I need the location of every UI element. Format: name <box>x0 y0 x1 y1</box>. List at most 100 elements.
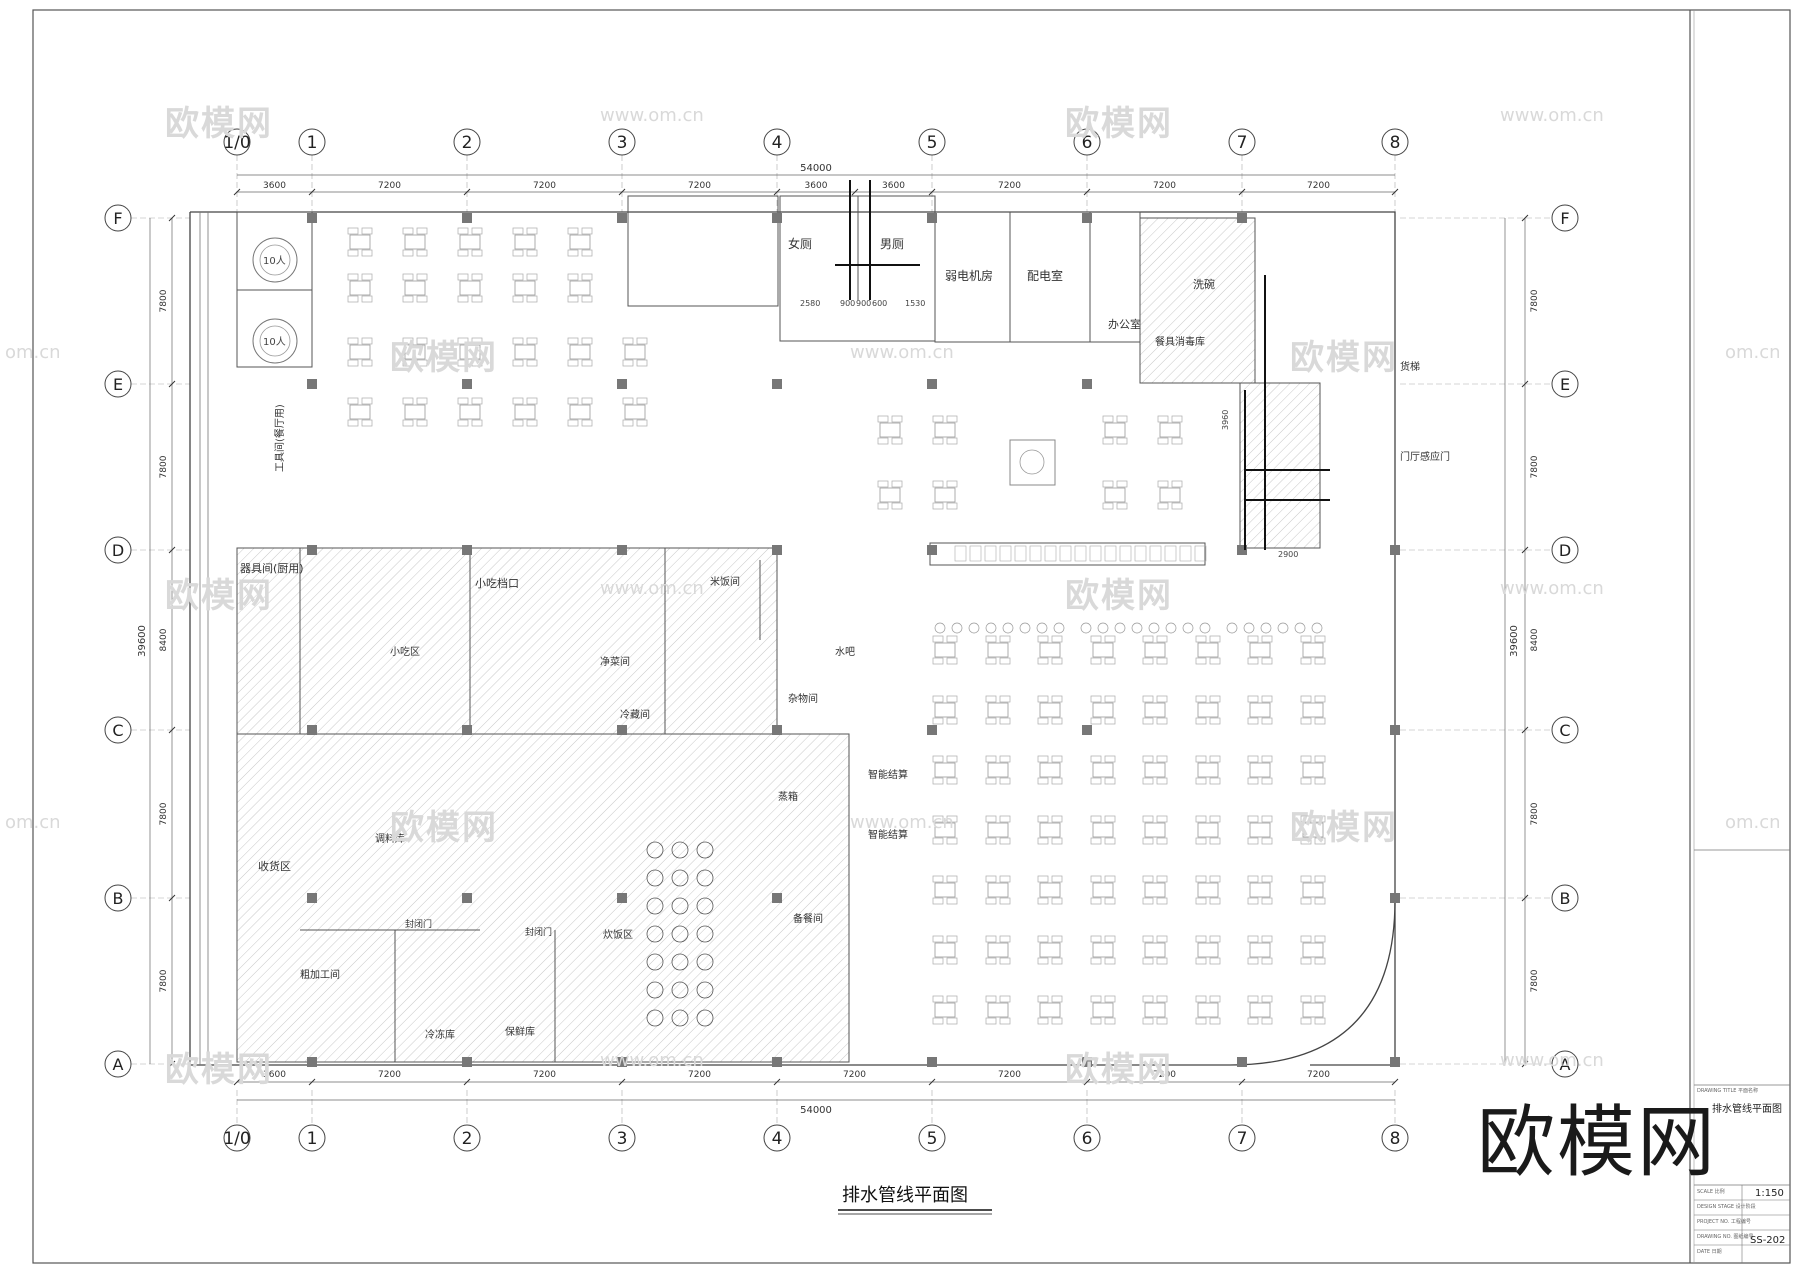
bar-stool <box>1019 622 1031 634</box>
counter-seat <box>1059 545 1072 562</box>
steam-pot <box>646 897 664 915</box>
sheet-border <box>32 9 1791 1264</box>
col-axis-bubble-top <box>763 128 791 156</box>
label-lift: 货梯 <box>1400 360 1420 373</box>
side-dim-label: 8400 <box>159 628 169 651</box>
dining-table-set <box>1142 875 1168 905</box>
col-axis-bubble-bottom <box>918 1124 946 1152</box>
bar-stool <box>934 622 946 634</box>
bottom-dim-label: 7200 <box>843 1070 866 1080</box>
date-caption: DATE 日期 <box>1697 1249 1722 1255</box>
column <box>462 545 472 555</box>
bar-stool <box>1097 622 1109 634</box>
label-cold-store: 冷冻库 <box>425 1028 455 1041</box>
column <box>1390 893 1400 903</box>
label-smart-checkout-1: 智能结算 <box>868 768 908 781</box>
counter-seat <box>1074 545 1087 562</box>
column <box>617 379 627 389</box>
svg-text:1530: 1530 <box>905 299 925 308</box>
dining-table-set <box>1195 935 1221 965</box>
title-block: DRAWING TITLE 平面名称 排水管线平面图 SCALE 比例 1:15… <box>1694 849 1790 1263</box>
central-table <box>1009 439 1056 486</box>
label-men-wc: 男厕 <box>880 237 904 251</box>
col-axis-bubble-top <box>223 128 251 156</box>
scale-caption: SCALE 比例 <box>1697 1188 1725 1195</box>
column <box>1390 725 1400 735</box>
col-axis-label: 7 <box>1237 133 1248 153</box>
bar-stool <box>951 622 963 634</box>
svg-text:2900: 2900 <box>1278 550 1298 559</box>
col-axis-label: 8 <box>1390 1129 1401 1149</box>
row-axis-label: C <box>112 721 123 740</box>
row-axis-label: B <box>1560 889 1571 908</box>
dining-table-set <box>1300 875 1326 905</box>
dining-table-set <box>457 337 483 367</box>
dining-table-set <box>402 337 428 367</box>
steam-pot <box>646 953 664 971</box>
top-dim-label: 7200 <box>378 181 401 191</box>
svg-text:3960: 3960 <box>1221 410 1230 430</box>
dining-tables <box>347 227 1326 1027</box>
steam-pot <box>671 925 689 943</box>
dining-table-set <box>985 875 1011 905</box>
brand-logo-text: 欧模网 <box>1477 1098 1718 1188</box>
dining-table-set <box>1037 995 1063 1025</box>
dining-table-set <box>1247 995 1273 1025</box>
top-dim-label: 7200 <box>1307 181 1330 191</box>
row-axis-bubble-right <box>1551 884 1579 912</box>
steam-pot <box>696 981 714 999</box>
label-rice-room: 米饭间 <box>710 575 740 588</box>
col-axis-bubble-top <box>1381 128 1409 156</box>
bar-stool <box>1002 622 1014 634</box>
dining-table-set <box>932 935 958 965</box>
label-disinfect: 餐具消毒库 <box>1155 335 1205 348</box>
row-axis-label: A <box>1560 1055 1571 1074</box>
bar-stool <box>1114 622 1126 634</box>
col-axis-label: 3 <box>617 133 628 153</box>
bottom-dim-label: 7200 <box>1307 1070 1330 1080</box>
row-axis-label: A <box>113 1055 124 1074</box>
col-axis-label: 1/0 <box>223 133 250 153</box>
steam-pot <box>671 981 689 999</box>
column <box>462 725 472 735</box>
bottom-total-dim: 54000 <box>800 1105 832 1116</box>
row-axis-label: B <box>113 889 124 908</box>
column <box>927 725 937 735</box>
column <box>772 379 782 389</box>
scale-value: 1:150 <box>1755 1188 1784 1199</box>
dining-table-set <box>567 337 593 367</box>
counter-seat <box>1119 545 1132 562</box>
label-stir-fry: 炊饭区 <box>603 928 633 941</box>
row-axis-bubble-right <box>1551 1050 1579 1078</box>
round-table-1: 10人 <box>252 237 298 283</box>
column <box>462 893 472 903</box>
counter-seat <box>1089 545 1102 562</box>
dining-table-set <box>347 227 373 257</box>
col-axis-bubble-top <box>918 128 946 156</box>
counter-seat <box>1149 545 1162 562</box>
label-weak-room: 弱电机房 <box>945 268 993 283</box>
counter-seat <box>1014 545 1027 562</box>
column <box>772 725 782 735</box>
bottom-dim-label: 7200 <box>998 1070 1021 1080</box>
dining-table-set <box>1037 695 1063 725</box>
col-axis-bubble-bottom <box>608 1124 636 1152</box>
label-cold-room: 冷藏间 <box>620 708 650 721</box>
dining-table-set <box>347 337 373 367</box>
dining-table-set <box>1300 935 1326 965</box>
counter-seat <box>1164 545 1177 562</box>
top-dim-label: 3600 <box>805 181 828 191</box>
column <box>307 1057 317 1067</box>
dining-table-set <box>1142 995 1168 1025</box>
side-dim-label: 7800 <box>159 455 169 478</box>
counter-seat <box>969 545 982 562</box>
dining-table-set <box>1195 815 1221 845</box>
dining-table-set <box>1037 935 1063 965</box>
room-labels: 女厕 男厕 弱电机房 配电室 办公室 洗碗 餐具消毒库 货梯 门厅感应门 工具间… <box>240 236 1450 1041</box>
counter-seat <box>1029 545 1042 562</box>
dining-table-set <box>457 273 483 303</box>
col-axis-bubble-bottom <box>453 1124 481 1152</box>
dining-table-set <box>932 755 958 785</box>
dining-table-set <box>985 995 1011 1025</box>
dining-table-set <box>1300 635 1326 665</box>
